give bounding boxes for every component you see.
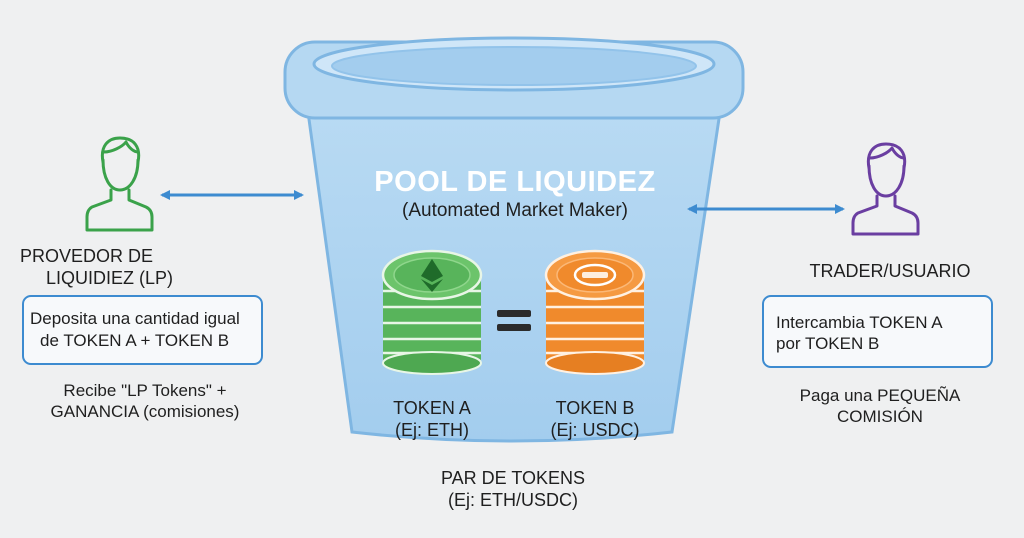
- token-b-coin-stack: [544, 249, 646, 375]
- trader-person-icon: [851, 142, 920, 236]
- provider-label-line1: PROVEDOR DE: [20, 246, 154, 266]
- provider-box-line2: de TOKEN A + TOKEN B: [40, 331, 230, 350]
- usdc-icon: [573, 263, 617, 287]
- pool-bucket-body: [306, 110, 722, 443]
- trader-box-line1: Intercambia TOKEN A: [776, 313, 943, 332]
- token-a-name: TOKEN A: [393, 398, 471, 418]
- provider-person-icon: [85, 136, 154, 232]
- trader-info-box: Intercambia TOKEN A por TOKEN B: [762, 295, 993, 368]
- token-b-name: TOKEN B: [555, 398, 635, 418]
- pool-bucket-inner: [331, 46, 697, 86]
- token-b-example: (Ej: USDC): [550, 420, 640, 440]
- provider-label-line2: LIQUIDIEZ (LP): [46, 268, 174, 288]
- equals-sign: [497, 310, 531, 331]
- provider-note-line2: GANANCIA (comisiones): [50, 402, 240, 421]
- pool-title: POOL DE LIQUIDEZ: [374, 166, 656, 198]
- pair-label: PAR DE TOKENS: [440, 468, 586, 488]
- provider-note-line1: Recibe "LP Tokens" +: [63, 381, 227, 400]
- token-a-example: (Ej: ETH): [395, 420, 469, 440]
- provider-box-line1: Deposita una cantidad igual: [30, 309, 240, 328]
- trader-note-line2: COMISIÓN: [837, 407, 923, 426]
- trader-note-line1: Paga una PEQUEÑA: [799, 386, 961, 405]
- trader-label: TRADER/USUARIO: [809, 261, 971, 281]
- pair-example: (Ej: ETH/USDC): [448, 490, 578, 510]
- trader-box-line2: por TOKEN B: [776, 334, 880, 353]
- ethereum-icon: [421, 259, 443, 292]
- pool-subtitle: (Automated Market Maker): [402, 200, 628, 221]
- provider-info-box: Deposita una cantidad igual de TOKEN A +…: [22, 295, 263, 365]
- token-a-coin-stack: [381, 249, 483, 375]
